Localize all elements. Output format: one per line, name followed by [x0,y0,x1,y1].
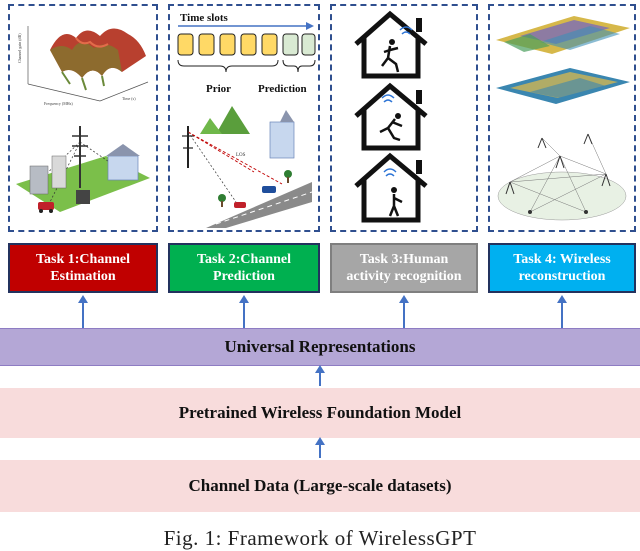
universal-representations-band: Universal Representations [0,328,640,366]
arrow-to-task-3 [399,295,409,328]
channel-data-label: Channel Data (Large-scale datasets) [188,476,452,495]
arrow-to-task-2 [239,295,249,328]
svg-text:Channel gain (dB): Channel gain (dB) [17,33,22,63]
foundation-model-band: Pretrained Wireless Foundation Model [0,388,640,438]
task-human-activity-recognition: Task 3:Human activity recognition [330,243,478,293]
network-graph [497,133,627,221]
radio-map-bottom [496,68,630,104]
arrow-data-to-foundation [315,437,325,458]
radio-map-top [496,16,630,54]
time-slot-blocks [177,33,316,56]
figure-caption: Fig. 1: Framework of WirelessGPT [163,526,477,550]
svg-text:Time (s): Time (s) [122,96,136,101]
los-label: LOS [236,153,246,158]
time-slots-label: Time slots [180,12,228,24]
task-channel-estimation-label: Task 1:Channel Estimation [35,252,131,284]
house-falling [354,82,428,151]
task-channel-prediction-label: Task 2:Channel Prediction [196,252,292,284]
estimation-scene [16,126,150,213]
task-human-activity-recognition-label: Task 3:Human activity recognition [346,252,462,284]
svg-text:Frequency (MHz): Frequency (MHz) [44,101,73,106]
prediction-label: Prediction [258,83,307,95]
arrow-to-task-1 [78,295,88,328]
panel-wireless-reconstruction [488,4,636,232]
task-channel-prediction: Task 2:Channel Prediction [168,243,320,293]
task-channel-estimation: Task 1:Channel Estimation [8,243,158,293]
channel-estimation-illustration: Channel gain (dB) Frequency (MHz) Time (… [16,26,150,213]
channel-data-band: Channel Data (Large-scale datasets) [0,460,640,512]
wireless-reconstruction-illustration [496,16,630,221]
task-wireless-reconstruction: Task 4: Wireless reconstruction [488,243,636,293]
house-running [354,10,428,79]
arrow-foundation-to-universal [315,365,325,386]
surface-plot: Channel gain (dB) Frequency (MHz) Time (… [17,26,149,106]
task-wireless-reconstruction-label: Task 4: Wireless reconstruction [513,252,611,284]
foundation-model-label: Pretrained Wireless Foundation Model [178,403,462,422]
prior-label: Prior [206,83,231,95]
channel-prediction-illustration: Time slots Prior Prediction LOS [177,12,316,228]
human-activity-illustration [354,10,428,223]
arrow-to-task-4 [557,295,567,328]
prediction-scene: LOS [182,106,313,228]
panel-channel-estimation: Channel gain (dB) Frequency (MHz) Time (… [8,4,158,232]
house-walking [354,152,428,223]
panel-human-activity [330,4,478,232]
universal-representations-label: Universal Representations [224,337,416,356]
panel-channel-prediction: Time slots Prior Prediction LOS [168,4,320,232]
